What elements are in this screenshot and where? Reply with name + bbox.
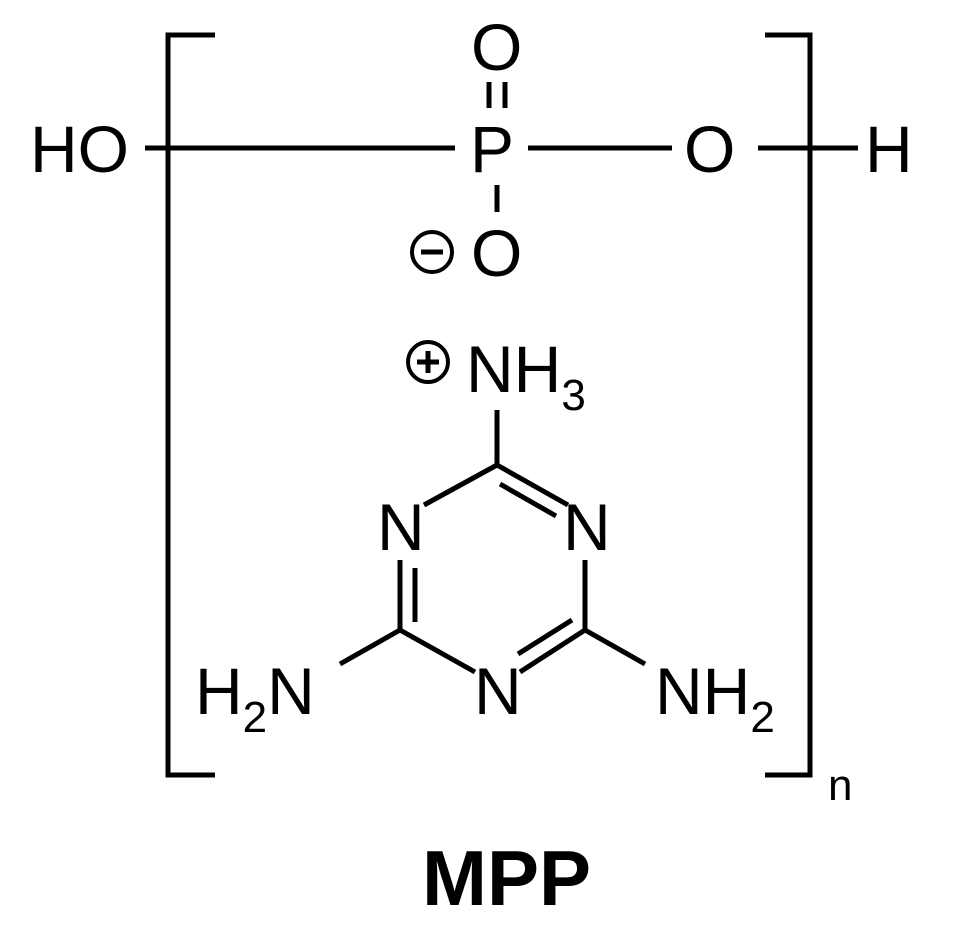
positive-charge-icon [406, 340, 450, 384]
right-bracket [765, 32, 813, 778]
bond-c-n-right-double [498, 481, 558, 519]
bond-n-bottom-c-br-double [516, 617, 574, 657]
oxo-oxygen-label: O [471, 10, 522, 84]
phosphorus-label: P [470, 112, 514, 186]
bridge-oxygen-label: O [684, 112, 735, 186]
ammonium-label: NH3 [466, 332, 586, 420]
bond-c-n-right [495, 462, 570, 508]
left-bracket [165, 32, 215, 778]
bond-n-bottom-c-br [518, 627, 587, 675]
amine-left-label: H2N [195, 654, 315, 742]
repeat-subscript-n: n [828, 761, 852, 810]
ring-nitrogen-right: N [563, 490, 611, 564]
compound-label: MPP [422, 834, 591, 922]
bond-c-bl-n-bottom [398, 627, 477, 675]
terminal-hydrogen-label: H [865, 112, 913, 186]
ring-nitrogen-bottom: N [474, 654, 522, 728]
ring-nitrogen-left: N [377, 490, 425, 564]
bond-n-left-c [422, 462, 499, 508]
negative-charge-icon [410, 230, 454, 274]
bond-c-nh2-left [338, 627, 402, 667]
amine-right-label: NH2 [655, 654, 775, 742]
hydroxyl-label: HO [30, 112, 129, 186]
anion-oxygen-label: O [471, 216, 522, 290]
bond-c-nh2-right [583, 627, 647, 667]
